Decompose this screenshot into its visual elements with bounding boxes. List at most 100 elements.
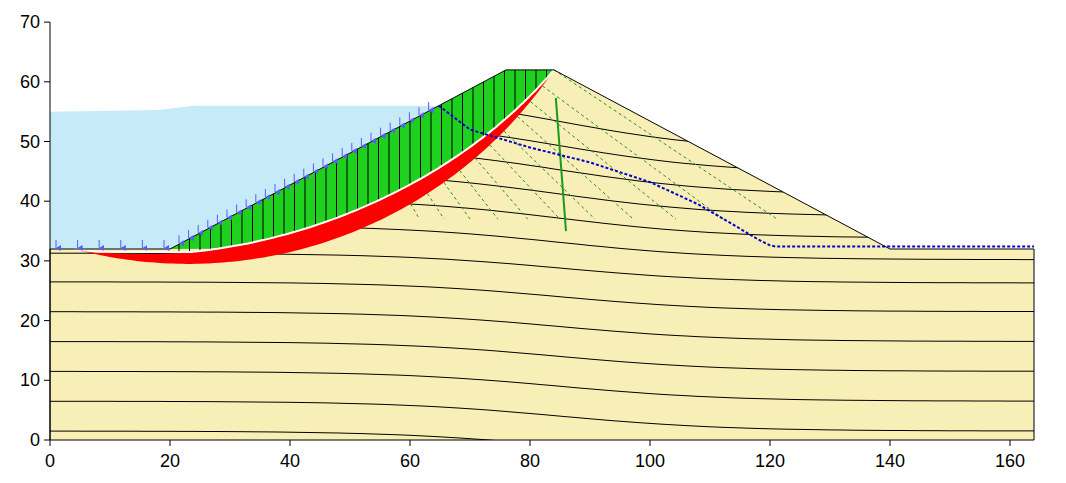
x-tick	[290, 440, 291, 446]
x-tick	[1010, 440, 1011, 446]
slice-line	[378, 138, 379, 201]
pressure-arrow	[179, 235, 180, 243]
slice-line	[452, 99, 453, 160]
slice-line	[210, 227, 211, 249]
pressure-arrow	[142, 240, 143, 248]
radial-line	[530, 102, 676, 220]
slice-line	[221, 222, 222, 248]
slice-line	[326, 166, 327, 222]
axes	[44, 22, 1010, 446]
pressure-arrow	[380, 128, 381, 136]
slice-line	[252, 205, 253, 242]
x-tick-label: 60	[400, 452, 420, 470]
x-tick-label: 120	[755, 452, 785, 470]
y-tick-label: 50	[20, 133, 40, 151]
y-tick	[44, 380, 50, 381]
pressure-arrow	[56, 240, 57, 248]
slice-line	[242, 211, 243, 245]
x-tick	[50, 440, 51, 446]
contour-line	[50, 282, 1034, 312]
y-tick	[44, 141, 50, 142]
pressure-arrow	[207, 220, 208, 228]
slice-line	[284, 188, 285, 235]
slice-line	[231, 216, 232, 246]
x-tick-label: 100	[635, 452, 665, 470]
pressure-arrow	[120, 240, 121, 248]
slice-line	[189, 239, 190, 252]
x-tick	[770, 440, 771, 446]
slice-line	[420, 115, 421, 178]
slice-line	[336, 160, 337, 218]
pressure-arrow	[409, 112, 410, 120]
slice-line	[473, 87, 474, 144]
contour-line	[50, 342, 1034, 372]
ground-outline	[50, 70, 1034, 440]
pressure-arrow	[371, 133, 372, 141]
pressure-arrow	[77, 240, 78, 248]
x-tick-label: 40	[280, 452, 300, 470]
slice-line	[263, 199, 264, 240]
pressure-arrow	[419, 107, 420, 115]
y-tick	[44, 201, 50, 202]
x-tick-label: 0	[45, 452, 55, 470]
pressure-arrow	[342, 148, 343, 156]
x-tick-label: 140	[875, 452, 905, 470]
sliding-mass	[170, 70, 554, 249]
pressure-arrow	[361, 138, 362, 146]
slice-line	[431, 110, 432, 173]
y-tick-label: 10	[20, 371, 40, 389]
x-tick	[650, 440, 651, 446]
y-tick	[44, 260, 50, 261]
radial-line	[427, 194, 444, 220]
slice-line	[273, 194, 274, 238]
pressure-arrow	[303, 169, 304, 177]
x-tick	[410, 440, 411, 446]
y-tick-label: 30	[20, 252, 40, 270]
x-tick	[530, 440, 531, 446]
slice-line	[347, 155, 348, 214]
pressure-arrow	[198, 225, 199, 233]
slice-line	[494, 76, 495, 128]
pressure-arrow	[188, 230, 189, 238]
pressure-arrow	[255, 194, 256, 202]
y-tick-label: 70	[20, 13, 40, 31]
pressure-arrow	[351, 143, 352, 151]
radial-line	[554, 70, 777, 219]
radial-line	[475, 158, 528, 219]
contour-lines	[50, 91, 1034, 461]
y-tick	[44, 81, 50, 82]
slice-line	[525, 70, 526, 101]
pressure-arrow	[164, 240, 165, 248]
y-tick	[44, 22, 50, 23]
pressure-arrow	[246, 199, 247, 207]
slice-line	[399, 127, 400, 190]
pressure-arrow	[284, 179, 285, 187]
slice-line	[305, 177, 306, 229]
slice-line	[515, 70, 516, 110]
contour-line	[50, 401, 1034, 431]
pressure-arrow	[265, 189, 266, 197]
pressure-arrow	[313, 164, 314, 172]
slice-line	[483, 82, 484, 137]
slice-line	[441, 104, 442, 166]
y-tick-label: 40	[20, 192, 40, 210]
pressure-arrow	[217, 215, 218, 223]
slice-line	[368, 143, 369, 205]
y-tick-label: 20	[20, 312, 40, 330]
pressure-arrow	[332, 153, 333, 161]
pressure-arrow	[236, 204, 237, 212]
slice-line	[462, 93, 463, 152]
slice-line	[294, 183, 295, 232]
radial-line	[444, 182, 470, 219]
contour-line	[50, 371, 1034, 401]
pressure-arrow	[294, 174, 295, 182]
y-tick	[44, 440, 50, 441]
pressure-arrow	[227, 210, 228, 218]
slice-line	[389, 132, 390, 195]
radial-line	[411, 204, 420, 219]
x-tick-label: 80	[520, 452, 540, 470]
slice-line	[504, 71, 505, 120]
x-tick-label: 20	[160, 452, 180, 470]
